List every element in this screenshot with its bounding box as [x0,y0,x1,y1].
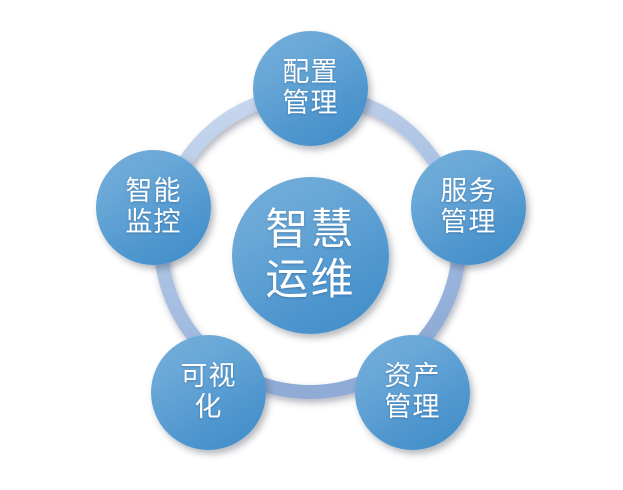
node-service-management-label: 服务 管理 [440,176,497,238]
center-node-label: 智慧 运维 [265,204,356,305]
node-config-management[interactable]: 配置 管理 [253,31,368,146]
node-visualization[interactable]: 可视 化 [151,335,266,450]
node-asset-management-label: 资产 管理 [384,361,441,423]
center-node[interactable]: 智慧 运维 [232,177,389,334]
node-service-management[interactable]: 服务 管理 [411,150,526,265]
node-intelligent-monitoring[interactable]: 智能 监控 [96,150,211,265]
node-asset-management[interactable]: 资产 管理 [355,335,470,450]
node-visualization-label: 可视 化 [180,361,237,423]
node-intelligent-monitoring-label: 智能 监控 [125,176,182,238]
node-config-management-label: 配置 管理 [282,57,339,119]
